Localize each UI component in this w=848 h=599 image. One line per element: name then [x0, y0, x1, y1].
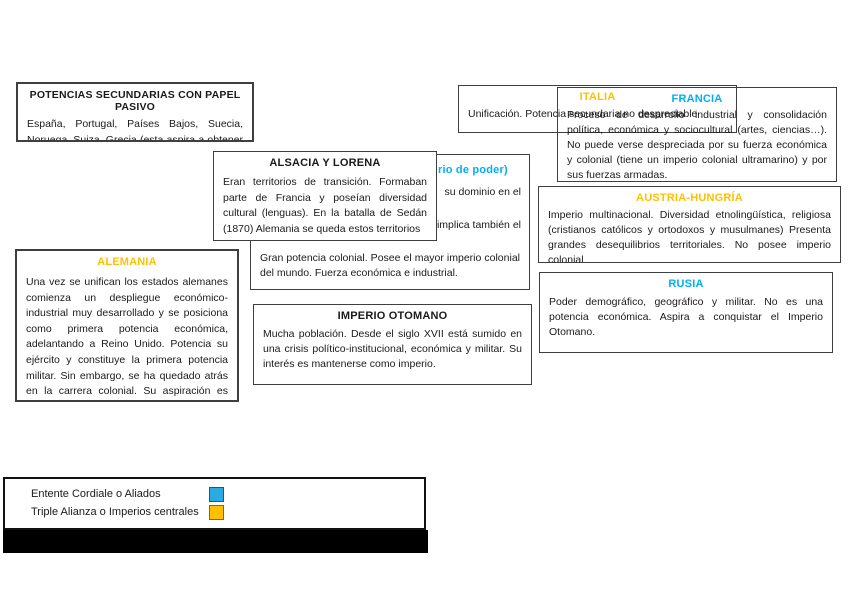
box-rusia: RUSIA Poder demográfico, geográfico y mi… [539, 272, 833, 353]
legend-swatch-entente [209, 487, 224, 502]
otomano-title: IMPERIO OTOMANO [337, 310, 448, 322]
reino-unido-body: Gran potencia colonial. Posee el mayor i… [260, 252, 520, 279]
box-imperio-otomano: IMPERIO OTOMANO Mucha población. Desde e… [253, 304, 532, 385]
legend-label-triple-alianza: Triple Alianza o Imperios centrales [31, 506, 199, 518]
box-italia: ITALIA Unificación. Potencia secundaria … [458, 85, 737, 133]
italia-title: ITALIA [579, 91, 616, 103]
legend: Entente Cordiale o Aliados Triple Alianz… [3, 477, 426, 530]
legend-label-entente: Entente Cordiale o Aliados [31, 488, 161, 500]
francia-title: FRANCIA [671, 93, 723, 105]
francia-body: Proceso de desarrollo industrial y conso… [567, 109, 827, 181]
rusia-body: Poder demográfico, geográfico y militar.… [549, 296, 823, 338]
austria-title: AUSTRIA-HUNGRÍA [636, 192, 743, 204]
austria-body: Imperio multinacional. Diversidad etnoli… [548, 209, 831, 263]
potencias-body: España, Portugal, Países Bajos, Suecia, … [27, 118, 243, 142]
otomano-body: Mucha población. Desde el siglo XVII est… [263, 328, 522, 370]
alemania-title: ALEMANIA [97, 256, 157, 268]
box-austria-hungria: AUSTRIA-HUNGRÍA Imperio multinacional. D… [538, 186, 841, 263]
reino-unido-title-fragment: rio de poder) [438, 164, 508, 176]
potencias-title: POTENCIAS SECUNDARIAS CON PAPEL PASIVO [29, 89, 241, 113]
black-bar [3, 530, 428, 553]
box-francia: FRANCIA Proceso de desarrollo industrial… [557, 87, 837, 182]
rusia-title: RUSIA [668, 278, 704, 290]
reino-unido-text-fragment-1: su dominio en el [444, 186, 521, 198]
box-potencias-secundarias: POTENCIAS SECUNDARIAS CON PAPEL PASIVO E… [16, 82, 254, 142]
alsacia-title: ALSACIA Y LORENA [269, 157, 381, 169]
reino-unido-text-fragment-2: implica también el [436, 219, 521, 231]
box-alsacia-y-lorena: ALSACIA Y LORENA Eran territorios de tra… [213, 151, 437, 241]
alemania-body: Una vez se unifican los estados alemanes… [26, 276, 228, 398]
alsacia-body: Eran territorios de transición. Formaban… [223, 176, 427, 235]
legend-swatch-triple-alianza [209, 505, 224, 520]
box-alemania: ALEMANIA Una vez se unifican los estados… [15, 249, 239, 402]
italia-body: Unificación. Potencia secundaria no desp… [468, 108, 698, 120]
